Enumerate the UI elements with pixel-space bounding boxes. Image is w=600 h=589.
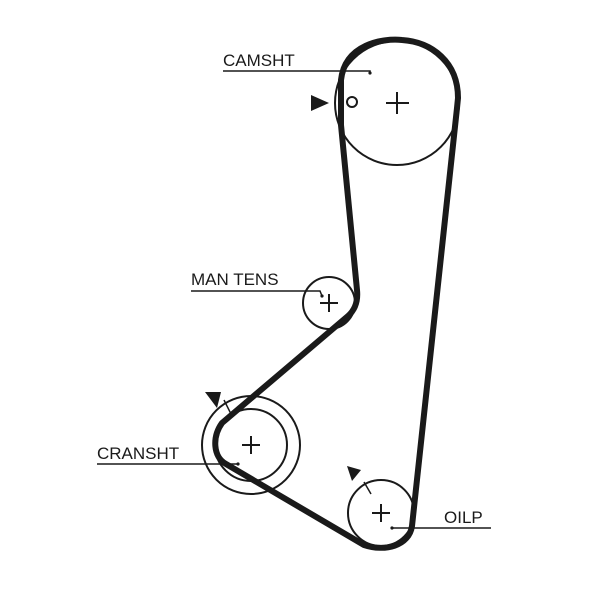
- oil-pump-center-mark: [372, 504, 390, 522]
- camshaft-label: CAMSHT: [223, 51, 295, 70]
- oil-pump-timing-arrow-icon: [347, 466, 361, 481]
- crankshaft-leader-dot: [236, 462, 240, 466]
- tensioner-leader-line: [191, 290, 323, 297]
- oil-pump-label: OILP: [444, 508, 483, 527]
- crankshaft-timing-arrow-icon: [205, 392, 221, 408]
- tensioner-center-mark: [320, 294, 338, 312]
- camshaft-timing-hole: [346, 96, 358, 108]
- oil-pump-timing-mark: [363, 481, 372, 495]
- manual-tensioner-pulley: [302, 276, 356, 330]
- timing-belt: [212, 36, 461, 551]
- camshaft-center-mark: [386, 92, 409, 114]
- crankshaft-label: CRANSHT: [97, 444, 179, 463]
- oil-pump-pulley: [347, 466, 415, 547]
- tensioner-leader-dot: [320, 294, 324, 298]
- oil-pump-leader-dot: [390, 526, 394, 530]
- camshaft-leader-dot: [368, 71, 372, 75]
- camshaft-pulley: [311, 40, 460, 166]
- manual-tensioner-label: MAN TENS: [191, 270, 279, 289]
- camshaft-timing-arrow-icon: [311, 95, 329, 111]
- camshaft-leader-line: [223, 70, 371, 74]
- crankshaft-center-mark: [242, 436, 260, 454]
